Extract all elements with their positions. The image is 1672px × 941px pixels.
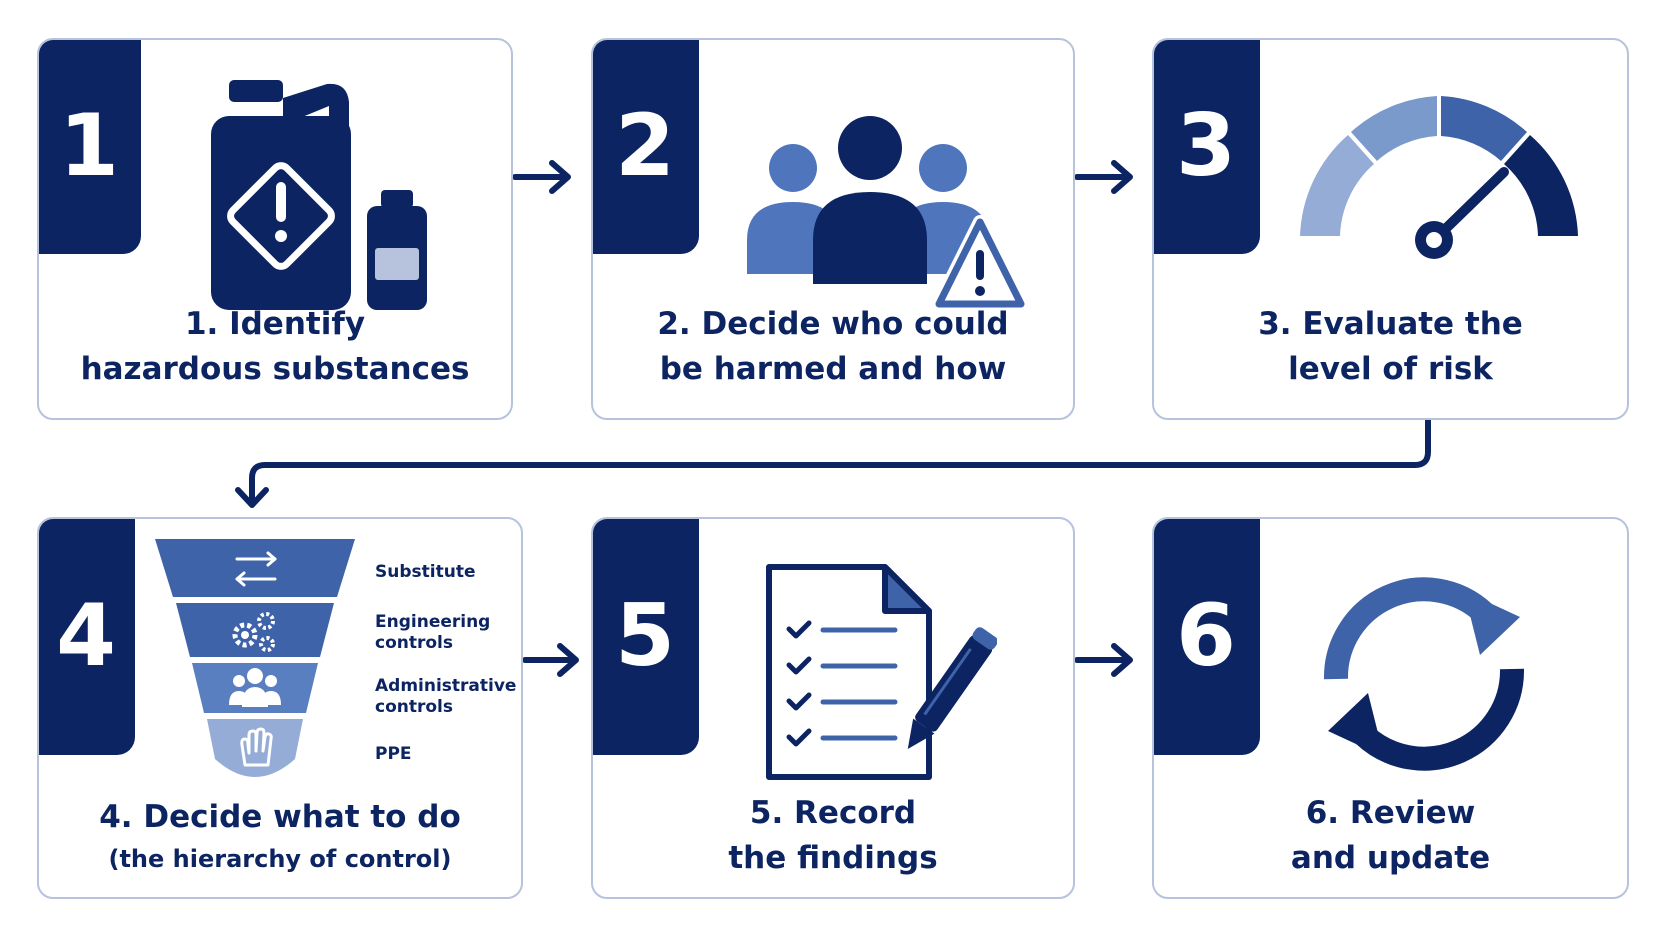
step-number-2: 2	[593, 40, 699, 254]
step-title-3: 3. Evaluate the level of risk	[1154, 302, 1627, 392]
arrow-4-to-5	[522, 643, 579, 677]
hierarchy-funnel-icon	[155, 539, 355, 789]
document-pen-icon	[765, 563, 997, 783]
step-card-5: 5 5. Record	[591, 517, 1075, 899]
people-warning-icon	[743, 78, 1043, 318]
tier-label-engineering-line1: Engineering	[375, 612, 491, 632]
step-card-6: 6 6. Review and update	[1152, 517, 1629, 899]
tier-substitute	[155, 539, 355, 597]
step-number-3: 3	[1154, 40, 1260, 254]
refresh-cycle-icon	[1314, 569, 1534, 779]
tier-label-ppe-line1: PPE	[375, 744, 412, 764]
arrow-3-to-4	[235, 417, 1431, 508]
step-title-4-line2: (the hierarchy of control)	[108, 845, 452, 873]
step-title-5: 5. Record the findings	[593, 791, 1073, 881]
step-card-4: 4	[37, 517, 523, 899]
step-title-4-line1: 4. Decide what to do	[99, 799, 461, 835]
tier-label-substitute-line1: Substitute	[375, 562, 476, 582]
step-card-3: 3 3. Evaluate the level of risk	[1152, 38, 1629, 420]
tier-label-substitute: Substitute	[375, 562, 475, 583]
swap-arrows-icon	[235, 551, 277, 587]
arrow-2-to-3	[1074, 160, 1133, 194]
gears-icon	[232, 612, 275, 652]
glove-icon	[240, 727, 273, 767]
step-title-6-line2: and update	[1290, 840, 1491, 876]
step-number-4: 4	[39, 519, 135, 755]
tier-label-administrative: Administrative controls	[375, 676, 516, 718]
step-title-5-line2: the findings	[728, 840, 938, 876]
step-title-1-line2: hazardous substances	[80, 351, 470, 387]
step-title-1-line1: 1. Identify	[184, 306, 366, 342]
step-number-5: 5	[593, 519, 699, 755]
step-title-4: 4. Decide what to do (the hierarchy of c…	[39, 795, 521, 878]
tier-label-engineering: Engineering controls	[375, 612, 490, 654]
step-title-1: 1. Identify hazardous substances	[39, 302, 511, 392]
tier-label-administrative-line2: controls	[375, 697, 453, 717]
arrow-1-to-2	[512, 160, 571, 194]
step-title-5-line1: 5. Record	[749, 795, 917, 831]
risk-gauge-icon	[1294, 90, 1584, 310]
step-title-2-line1: 2. Decide who could	[657, 306, 1009, 342]
step-card-1: 1 1. Identify hazardous substances	[37, 38, 513, 420]
tier-label-engineering-line2: controls	[375, 633, 453, 653]
step-number-6: 6	[1154, 519, 1260, 755]
step-card-2: 2 2. Decide who could be harmed and how	[591, 38, 1075, 420]
tier-label-ppe: PPE	[375, 744, 412, 765]
hazard-container-icon	[209, 76, 479, 314]
step-title-2: 2. Decide who could be harmed and how	[593, 302, 1073, 392]
step-number-1: 1	[39, 40, 141, 254]
arrow-5-to-6	[1074, 643, 1133, 677]
step-title-6-line1: 6. Review	[1305, 795, 1476, 831]
tier-label-administrative-line1: Administrative	[375, 676, 517, 696]
step-title-3-line1: 3. Evaluate the	[1258, 306, 1523, 342]
step-title-2-line2: be harmed and how	[659, 351, 1007, 387]
group-icon	[229, 668, 281, 707]
step-title-3-line2: level of risk	[1288, 351, 1493, 387]
step-title-6: 6. Review and update	[1154, 791, 1627, 881]
